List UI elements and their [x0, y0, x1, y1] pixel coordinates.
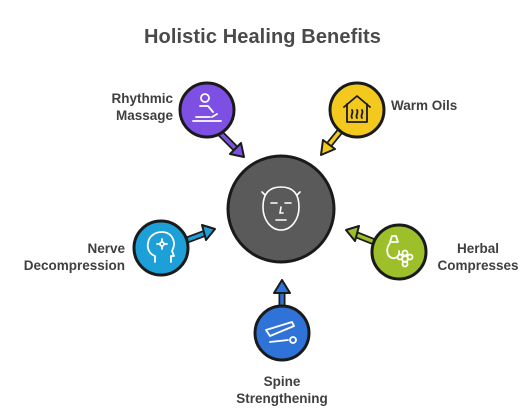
benefit-circle [132, 219, 190, 277]
label-rhythmic-massage: Rhythmic Massage [103, 90, 173, 124]
label-warm-oils: Warm Oils [391, 97, 457, 114]
label-line: Spine [263, 374, 301, 389]
benefit-circle [253, 304, 311, 362]
label-line: Massage [115, 108, 173, 123]
nerve-head-icon [146, 231, 175, 263]
spine-icon [265, 321, 297, 344]
diagram-title: Holistic Healing Benefits [144, 26, 381, 48]
arrow-head [229, 142, 245, 158]
benefit-node-nerve-decompression [132, 219, 216, 277]
benefit-node-spine-strengthening [253, 279, 311, 362]
label-line: Strengthening [236, 391, 328, 406]
label-herbal-compresses: Herbal Compresses [434, 240, 522, 274]
label-line: Rhythmic [111, 91, 173, 106]
benefit-circle [178, 81, 236, 139]
arrow-head [320, 139, 336, 156]
benefit-node-rhythmic-massage [178, 81, 245, 158]
label-spine-strengthening: Spine Strengthening [230, 373, 334, 407]
label-line: Nerve [87, 241, 125, 256]
benefit-node-warm-oils [320, 81, 386, 156]
herbal-compress-icon [386, 235, 414, 268]
massage-icon [192, 93, 222, 122]
center-node [226, 154, 336, 264]
face-icon [261, 186, 301, 231]
label-line: Warm Oils [391, 98, 458, 113]
arrow-head [273, 279, 291, 294]
arrow-head [345, 225, 360, 242]
label-line: Decompression [23, 258, 125, 273]
arrow-head [201, 224, 216, 241]
label-line: Herbal [456, 241, 500, 256]
label-line: Compresses [437, 258, 519, 273]
benefit-node-herbal-compresses [345, 223, 428, 281]
warm-oils-icon [343, 95, 371, 123]
label-nerve-decompression: Nerve Decompression [22, 240, 125, 274]
